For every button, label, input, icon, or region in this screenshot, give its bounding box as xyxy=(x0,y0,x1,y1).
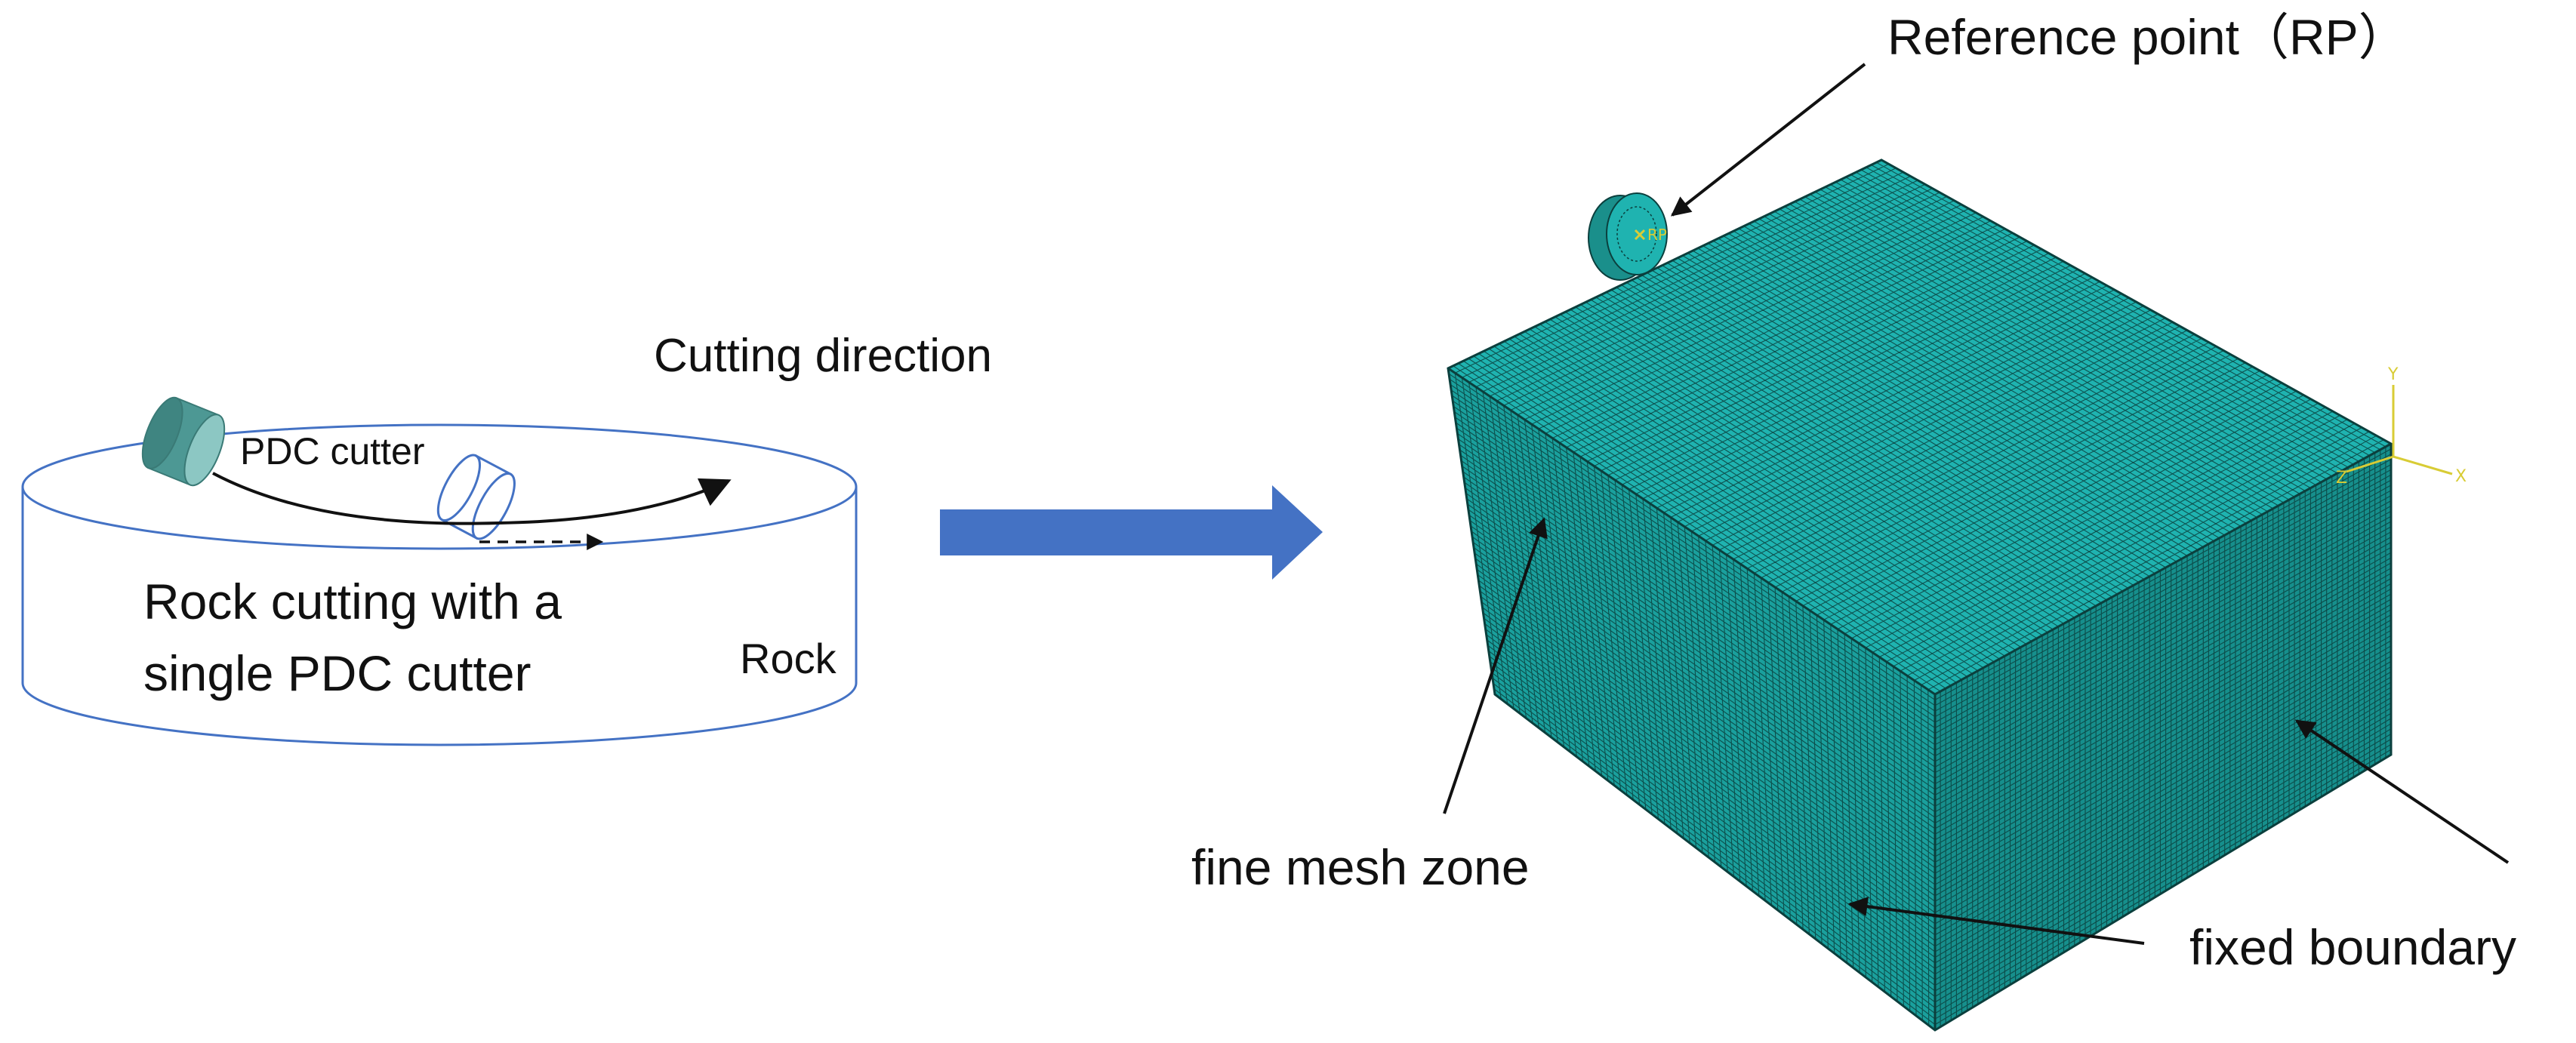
reference-point-marker: RP xyxy=(1634,226,1667,244)
rock-disk-top xyxy=(21,423,858,550)
pdc-cutter-icon xyxy=(141,396,226,487)
reference-point-arrow xyxy=(1670,63,1866,217)
caption-line-1: Rock cutting with a xyxy=(143,574,562,629)
mesh-side-face xyxy=(1935,444,2391,1030)
mesh-edge-right xyxy=(1934,442,2392,696)
mesh-grid-face xyxy=(1448,373,1936,1026)
mesh-grid-lines xyxy=(1448,162,2392,1027)
rock-disk xyxy=(21,423,858,746)
coordinate-triad: Y X Z xyxy=(2336,365,2467,488)
triad-z-label: Z xyxy=(2336,469,2347,488)
rock-label: Rock xyxy=(740,635,837,682)
rock-disk-body xyxy=(21,487,858,746)
fixed-boundary-label: fixed boundary xyxy=(2189,919,2516,975)
fine-mesh-zone-arrow xyxy=(1443,517,1548,814)
pdc-cutter-outline-icon xyxy=(436,454,516,540)
cutting-path-arrow xyxy=(212,472,732,525)
mesh-cutter-icon xyxy=(1588,192,1668,281)
fe-mesh-block xyxy=(1447,158,2393,1032)
reference-point-label: Reference point（RP） xyxy=(1887,9,2408,65)
cutting-direction-label: Cutting direction xyxy=(654,330,992,382)
fixed-boundary-arrow-side xyxy=(2294,719,2510,864)
pdc-cutter-label: PDC cutter xyxy=(240,430,425,472)
mesh-grid-face xyxy=(1934,446,2392,1027)
triad-x-label: X xyxy=(2455,467,2467,486)
process-flow-arrow xyxy=(940,485,1323,580)
mesh-grid-face xyxy=(1453,162,2386,692)
mesh-outline xyxy=(1447,158,2393,1032)
mesh-edge-front xyxy=(1447,367,1936,696)
triad-y-label: Y xyxy=(2387,365,2399,384)
fixed-boundary-arrow-bottom xyxy=(1847,897,2145,945)
caption-line-2: single PDC cutter xyxy=(143,645,532,701)
fine-mesh-zone-label: fine mesh zone xyxy=(1191,839,1530,895)
rp-marker-label: RP xyxy=(1647,226,1667,244)
